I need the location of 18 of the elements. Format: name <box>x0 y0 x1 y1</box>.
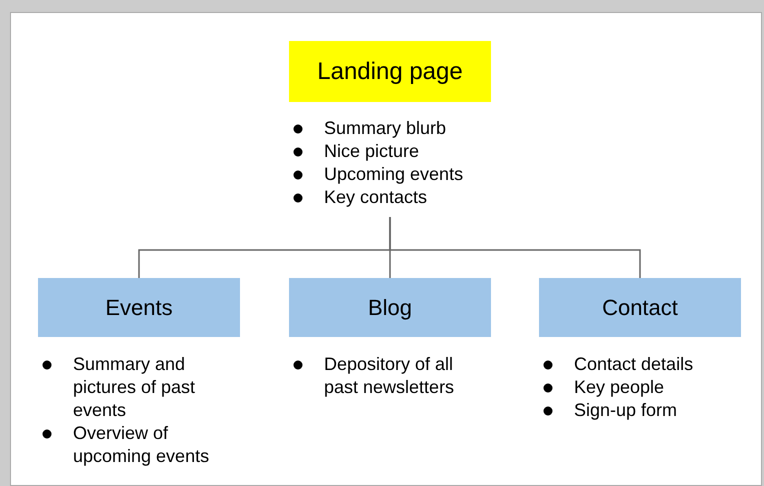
bullet-text: Depository of all past newsletters <box>324 353 456 399</box>
page-box <box>289 278 491 337</box>
bullet-text: Nice picture <box>324 140 420 163</box>
bullet-text: Upcoming events <box>324 163 464 186</box>
page-title: Events <box>105 294 173 322</box>
page-title: Landing page <box>317 56 463 86</box>
bullet-text: Contact details <box>574 353 694 376</box>
page-title: Contact <box>602 294 678 322</box>
bullet-text: Summary and pictures of past events <box>73 353 196 422</box>
page-title: Blog <box>368 294 412 322</box>
connector-line <box>389 217 641 278</box>
page-box <box>38 278 240 337</box>
bullet-text: Sign-up form <box>574 399 678 422</box>
bullet-text: Key people <box>574 376 664 399</box>
bullet-text: Overview of upcoming events <box>73 422 210 468</box>
bullet-text: Key contacts <box>324 186 428 209</box>
bullet-text: Summary blurb <box>324 117 446 140</box>
page-box <box>539 278 741 337</box>
